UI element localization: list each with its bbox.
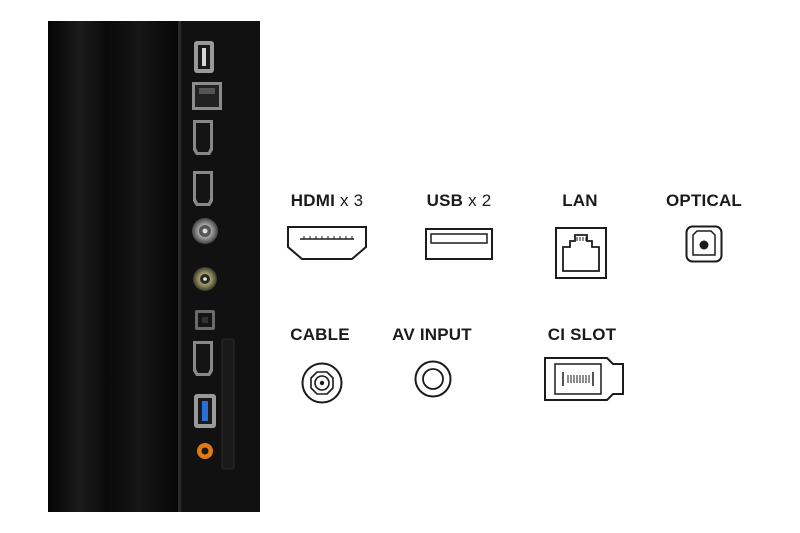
lan-label: LAN	[562, 191, 598, 210]
tv-port-cable	[192, 218, 218, 244]
tv-port-hdmi	[193, 171, 213, 206]
cable-icon	[301, 362, 343, 404]
cable-label: CABLE	[290, 325, 350, 344]
tv-port-hdmi	[193, 341, 213, 376]
lan-icon	[555, 227, 607, 279]
tv-port-av-input	[197, 443, 213, 459]
tv-port-usb	[194, 41, 214, 73]
tv-port-optical	[195, 310, 215, 330]
hdmi-icon	[287, 226, 367, 260]
tv-port-usb-3	[194, 394, 216, 428]
tv-port-hdmi	[193, 120, 213, 155]
optical-label: OPTICAL	[665, 191, 743, 210]
hdmi-label: HDMI x 3	[290, 191, 364, 210]
ci-slot-icon	[544, 357, 624, 401]
av-input-label: AV INPUT	[392, 325, 472, 344]
tv-side-panel	[48, 21, 260, 512]
ci-slot-label: CI SLOT	[547, 325, 617, 344]
usb-icon	[425, 228, 493, 260]
tv-port-lan	[192, 82, 222, 110]
optical-icon	[685, 225, 723, 263]
tv-port-satellite	[193, 267, 217, 291]
av-input-icon	[414, 360, 452, 398]
usb-label: USB x 2	[426, 191, 492, 210]
